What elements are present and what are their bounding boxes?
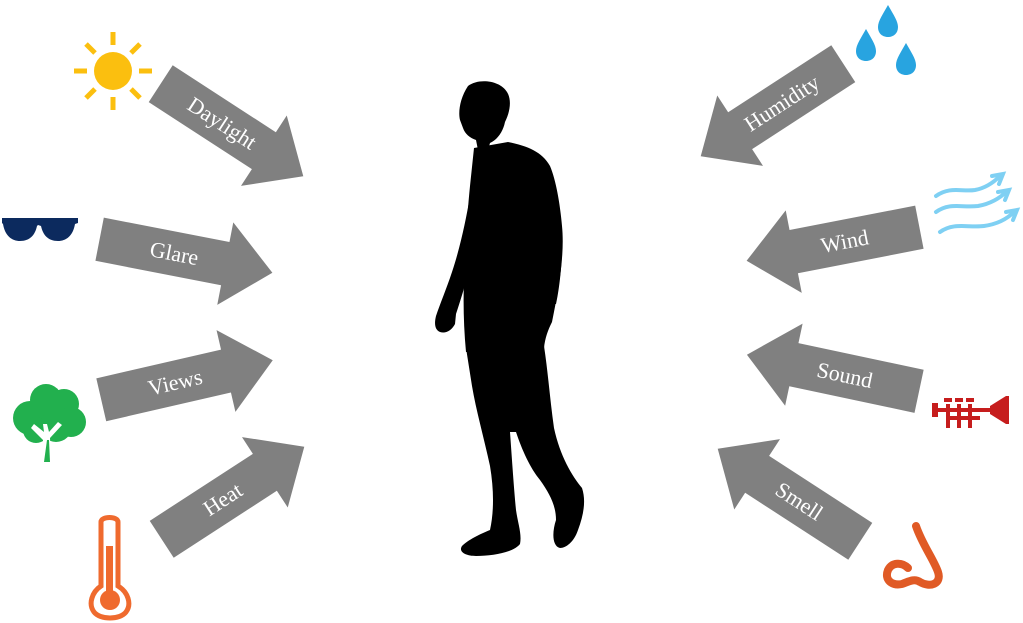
wind-icon xyxy=(934,171,1021,234)
person-silhouette-icon xyxy=(435,81,585,556)
arrow-wind: Wind xyxy=(746,205,924,293)
arrow-humidity: Humidity xyxy=(700,45,856,166)
arrow-views: Views xyxy=(96,330,273,422)
arrow-smell: Smell xyxy=(717,439,873,560)
thermometer-icon xyxy=(88,515,132,621)
water-drops-icon xyxy=(856,5,916,75)
arrow-glare: Glare xyxy=(95,217,273,305)
sunglasses-icon xyxy=(2,218,78,241)
trumpet-icon xyxy=(932,396,1009,428)
arrow-sound: Sound xyxy=(746,323,924,413)
arrow-daylight: Daylight xyxy=(148,65,304,186)
nose-icon xyxy=(883,522,943,589)
sun-icon xyxy=(74,32,152,110)
tree-icon xyxy=(13,384,86,462)
arrow-heat: Heat xyxy=(149,437,305,558)
